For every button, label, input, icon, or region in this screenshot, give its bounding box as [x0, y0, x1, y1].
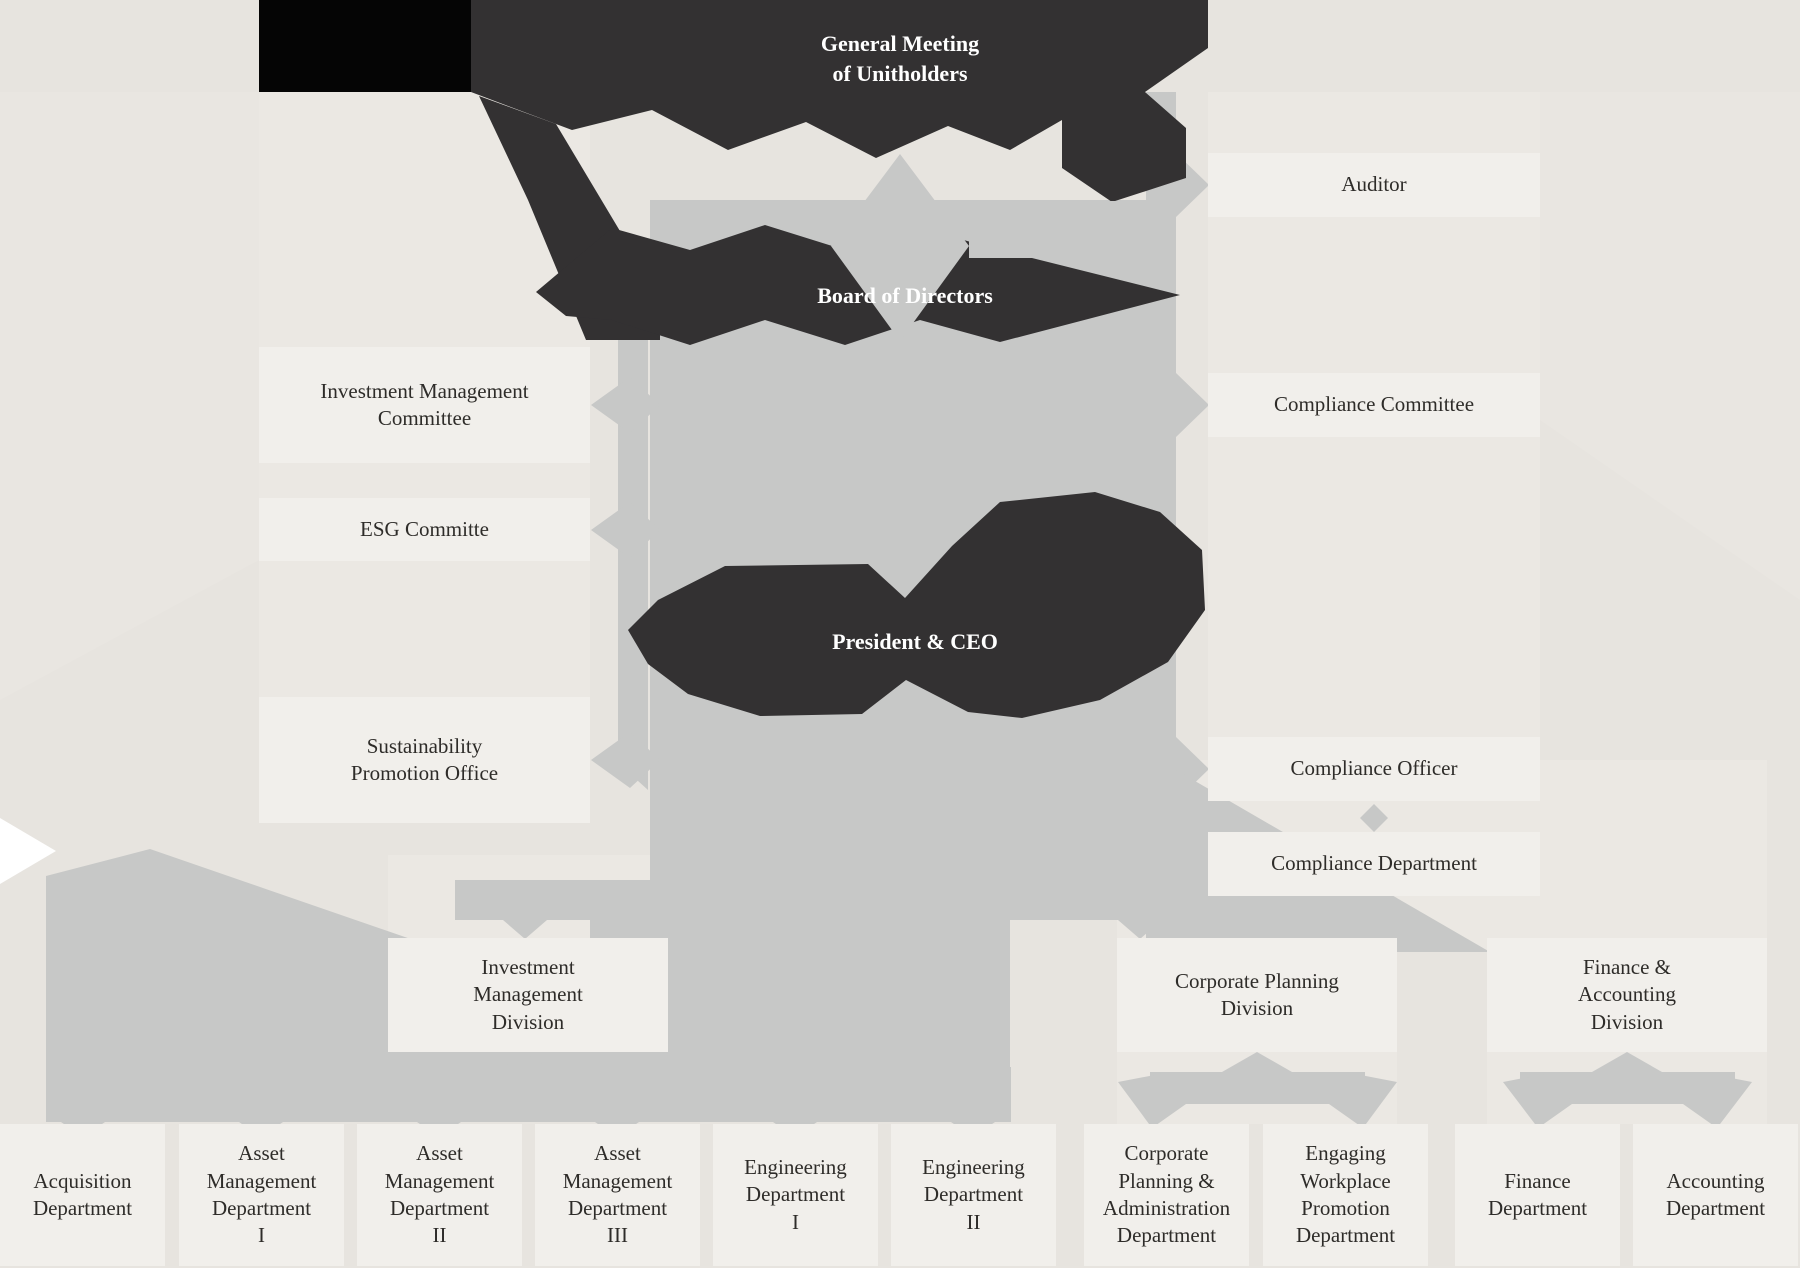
org-node-president-ceo: President & CEO [832, 629, 998, 655]
president-ceo-shape [628, 492, 1205, 718]
bottom-connector-band [46, 1067, 1011, 1122]
auditor-arrow-band [969, 201, 1176, 258]
org-node-finance-department: Finance Department [1455, 1124, 1620, 1266]
org-node-finance-accounting-division: Finance & Accounting Division [1487, 938, 1767, 1052]
arrow-tip-imd-top [503, 920, 547, 939]
org-node-auditor: Auditor [1208, 153, 1540, 217]
org-node-investment-management-committee: Investment Management Committee [259, 347, 590, 463]
org-node-investment-management-division: Investment Management Division [388, 938, 668, 1052]
left-edge-white-diamond [0, 818, 56, 884]
top-left-black-block [259, 0, 471, 92]
arrow-tip-imc [591, 377, 660, 433]
org-node-corporate-planning-division: Corporate Planning Division [1117, 938, 1397, 1052]
arrow-tip-compliance-committee [1176, 373, 1209, 437]
auditor-arrow-diamond [831, 154, 969, 341]
org-node-compliance-officer: Compliance Officer [1208, 737, 1540, 801]
org-node-sustainability-promotion-office: Sustainability Promotion Office [259, 697, 590, 823]
org-node-asset-management-department-1: Asset Management Department I [179, 1124, 344, 1266]
arrow-tip-spo [591, 732, 660, 788]
org-node-acquisition-department: Acquisition Department [0, 1124, 165, 1266]
fad-double-arrow [1503, 1052, 1752, 1128]
org-node-board-of-directors: Board of Directors [817, 283, 993, 309]
org-node-accounting-department: Accounting Department [1633, 1124, 1798, 1266]
org-node-asset-management-department-2: Asset Management Department II [357, 1124, 522, 1266]
org-node-general-meeting: General Meeting of Unitholders [820, 31, 980, 86]
arrow-tip-esg [591, 502, 660, 558]
org-node-compliance-department: Compliance Department [1208, 832, 1540, 896]
org-node-asset-management-department-3: Asset Management Department III [535, 1124, 700, 1266]
org-node-engineering-department-2: Engineering Department II [891, 1124, 1056, 1266]
org-node-esg-committee: ESG Committe [259, 498, 590, 561]
compliance-link-diamond [1360, 804, 1388, 832]
arrow-tip-imd-bottom [503, 1053, 547, 1067]
general-meeting-shape [471, 0, 1208, 202]
org-node-compliance-committee: Compliance Committee [1208, 373, 1540, 437]
org-node-engaging-workplace-promotion-department: Engaging Workplace Promotion Department [1263, 1124, 1428, 1266]
left-background-wedge [0, 92, 259, 700]
org-node-corporate-planning-admin-department: Corporate Planning & Administration Depa… [1084, 1124, 1249, 1266]
right-background-wedge [1540, 92, 1800, 600]
cpd-double-arrow [1118, 1052, 1397, 1128]
org-node-engineering-department-1: Engineering Department I [713, 1124, 878, 1266]
